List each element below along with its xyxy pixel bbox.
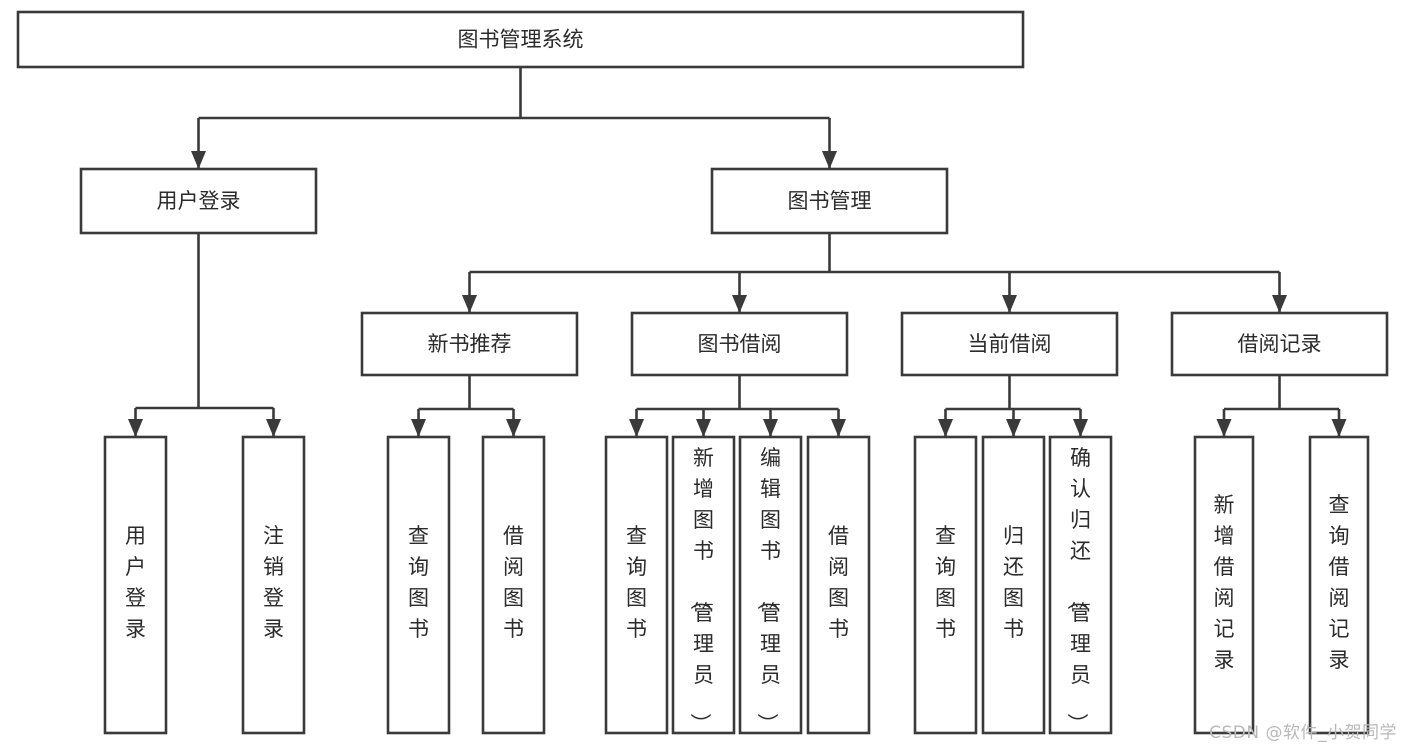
node-leaf_8[interactable]: 查询图书 [913, 435, 978, 735]
node-label: 注销登录 [263, 524, 284, 641]
connector-group-l3_2 [938, 375, 1088, 437]
arrow-head-icon [266, 419, 281, 437]
node-label: 新增借阅记录 [1214, 493, 1235, 672]
node-box [671, 435, 736, 735]
node-box [16, 10, 1025, 69]
node-box [630, 311, 849, 377]
node-leaf_12[interactable]: 查询借阅记录 [1308, 435, 1370, 735]
node-box [360, 311, 579, 377]
node-label: 用户登录 [157, 189, 241, 213]
node-box [900, 311, 1119, 377]
connector-group-root [191, 67, 837, 169]
node-box [604, 435, 669, 735]
node-l3_3[interactable]: 借阅记录 [1170, 311, 1389, 377]
node-box [103, 435, 168, 735]
node-box [1193, 435, 1255, 735]
node-label: 当前借阅 [968, 332, 1052, 356]
node-box [1170, 311, 1389, 377]
node-leaf_5[interactable]: 新增图书（管理员） [671, 435, 736, 735]
arrow-head-icon [696, 419, 711, 437]
node-l3_1[interactable]: 图书借阅 [630, 311, 849, 377]
node-box [79, 167, 318, 235]
arrow-head-icon [462, 295, 477, 313]
node-leaf_4[interactable]: 查询图书 [604, 435, 669, 735]
node-label: 用户登录 [125, 524, 146, 641]
node-leaf_10[interactable]: 确认归还（管理员） [1048, 435, 1113, 735]
node-box [738, 435, 803, 735]
arrow-head-icon [938, 419, 953, 437]
arrow-head-icon [1002, 295, 1017, 313]
arrow-head-icon [822, 151, 837, 169]
node-label: 图书借阅 [698, 332, 782, 356]
node-label: 图书管理系统 [458, 28, 584, 52]
node-leaf_1[interactable]: 注销登录 [241, 435, 306, 735]
node-label: 查询图书 [408, 524, 429, 641]
node-label: 借阅图书 [828, 524, 849, 641]
node-label: 编辑图书（管理员） [755, 446, 781, 734]
node-label: 新增图书（管理员） [688, 446, 714, 734]
node-box [981, 435, 1046, 735]
arrow-head-icon [732, 295, 747, 313]
connector-group-l2_0 [128, 233, 281, 437]
node-box [386, 435, 451, 735]
arrow-head-icon [191, 151, 206, 169]
arrow-head-icon [1272, 295, 1287, 313]
node-box [1308, 435, 1370, 735]
arrow-head-icon [831, 419, 846, 437]
connector-group-l2_1 [462, 233, 1287, 313]
arrow-head-icon [763, 419, 778, 437]
node-label: 查询借阅记录 [1329, 493, 1350, 672]
connector-group-l3_3 [1216, 375, 1347, 437]
node-label: 归还图书 [1003, 524, 1024, 641]
node-leaf_3[interactable]: 借阅图书 [481, 435, 546, 735]
arrow-head-icon [1073, 419, 1088, 437]
arrow-head-icon [411, 419, 426, 437]
node-box [481, 435, 546, 735]
connector-group-l3_1 [629, 375, 846, 437]
node-leaf_6[interactable]: 编辑图书（管理员） [738, 435, 803, 735]
node-l2_1[interactable]: 图书管理 [710, 167, 949, 235]
arrow-head-icon [629, 419, 644, 437]
arrow-head-icon [1006, 419, 1021, 437]
node-box [1048, 435, 1113, 735]
node-box [806, 435, 871, 735]
node-box [913, 435, 978, 735]
node-label: 借阅记录 [1238, 332, 1322, 356]
node-layer: 图书管理系统用户登录图书管理新书推荐图书借阅当前借阅借阅记录用户登录注销登录查询… [16, 10, 1389, 735]
node-l2_0[interactable]: 用户登录 [79, 167, 318, 235]
node-leaf_7[interactable]: 借阅图书 [806, 435, 871, 735]
node-leaf_11[interactable]: 新增借阅记录 [1193, 435, 1255, 735]
connector-group-l3_0 [411, 375, 521, 437]
node-label: 查询图书 [935, 524, 956, 641]
node-l3_0[interactable]: 新书推荐 [360, 311, 579, 377]
node-leaf_0[interactable]: 用户登录 [103, 435, 168, 735]
node-leaf_9[interactable]: 归还图书 [981, 435, 1046, 735]
node-label: 借阅图书 [503, 524, 524, 641]
arrow-head-icon [128, 419, 143, 437]
node-root[interactable]: 图书管理系统 [16, 10, 1025, 69]
arrow-head-icon [506, 419, 521, 437]
node-l3_2[interactable]: 当前借阅 [900, 311, 1119, 377]
node-box [241, 435, 306, 735]
node-label: 新书推荐 [428, 332, 512, 356]
node-label: 查询图书 [626, 524, 647, 641]
node-label: 确认归还（管理员） [1065, 446, 1091, 734]
node-box [710, 167, 949, 235]
node-leaf_2[interactable]: 查询图书 [386, 435, 451, 735]
csdn-watermark: CSDN @软件_小贺同学 [1209, 723, 1397, 743]
arrow-head-icon [1331, 419, 1347, 437]
arrow-head-icon [1216, 419, 1232, 437]
node-label: 图书管理 [788, 189, 872, 213]
connector-layer [128, 67, 1347, 437]
